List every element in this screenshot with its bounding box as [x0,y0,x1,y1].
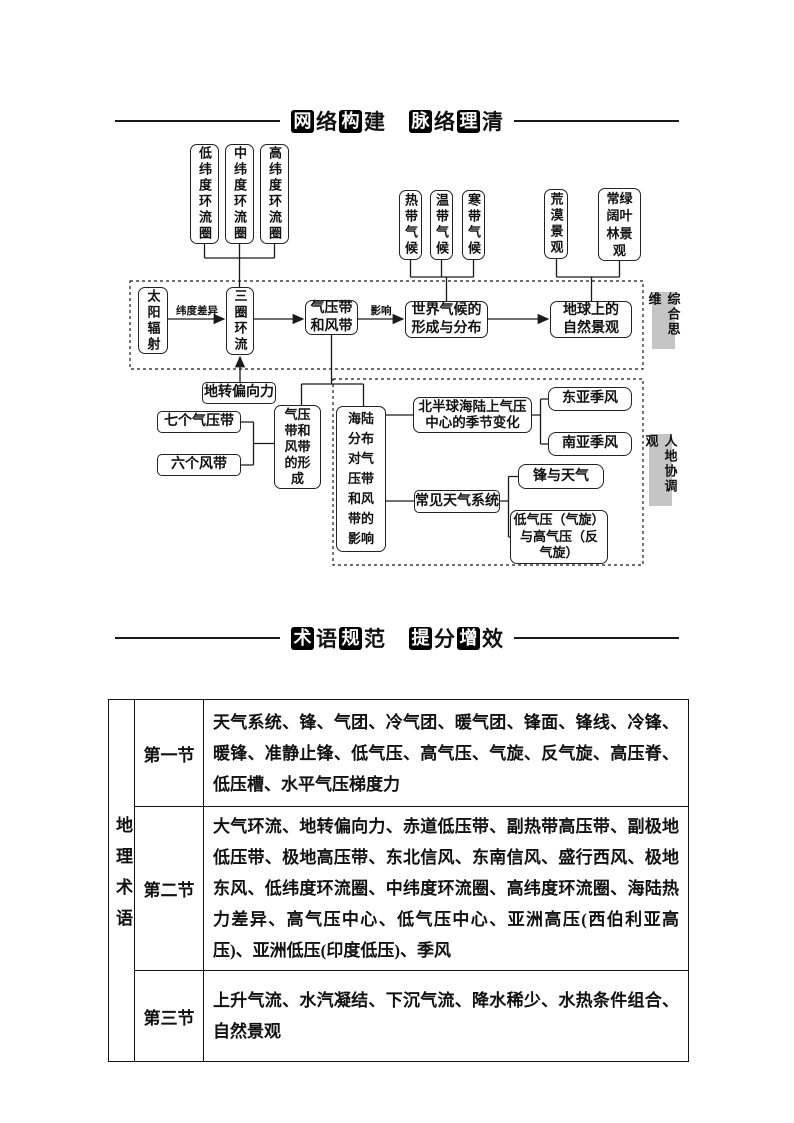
node-temperate-climate: 温带气候 [430,190,453,260]
terms-cell: 天气系统、锋、气团、冷气团、暖气团、锋面、锋线、冷锋、暖锋、准静止锋、低气压、高… [203,699,689,807]
section-header-network: 网络构建脉络理清 [115,98,679,144]
header-boxed-char: 网 [291,109,314,133]
node-mid-latitude-cell: 中纬度环流圈 [225,144,254,244]
section-header-terms: 术语规范 提分增效 [115,615,679,661]
header-char: 络 [316,111,337,134]
header-rule-left [115,637,280,639]
header-char: 络 [434,111,455,134]
dashed-frame-human-land [332,378,644,566]
geography-terms-table: 地理术语 第一节 天气系统、锋、气团、冷气团、暖气团、锋面、锋线、冷锋、暖锋、准… [108,699,689,1062]
header-char: 效 [482,628,503,651]
node-desert-landscape: 荒漠景观 [544,189,568,259]
section-label-cell: 第二节 [134,806,204,971]
node-low-latitude-cell: 低纬度环流圈 [190,144,219,244]
header-boxed-char: 规 [339,626,362,650]
node-cyclones-anticyclones: 低气压（气旋） 与高气压（反 气旋） [510,510,608,564]
side-label-comprehensive-thinking: 综合思维 [647,292,681,349]
header-char: 建 [364,111,385,134]
header-rule-right [514,120,679,122]
plain-connectors [203,244,621,538]
dashed-frame-comprehensive [129,280,644,370]
header-char: 范 [364,628,385,651]
header-boxed-char: 增 [457,626,480,650]
side-label-human-land-coordination: 人地协调观 [644,434,678,506]
section-title-network: 网络构建脉络理清 [290,106,504,136]
table-row: 地理术语 第一节 天气系统、锋、气团、冷气团、暖气团、锋面、锋线、冷锋、暖锋、准… [108,699,689,1062]
node-earth-natural-landscape: 地球上的 自然景观 [550,301,632,338]
node-evergreen-forest-landscape: 常绿 阔叶 林景 观 [598,188,641,261]
node-belt-formation: 气压 带和 风带 的形 成 [274,405,321,489]
node-north-hemisphere-pressure-centers: 北半球海陆上气压 中心的季节变化 [413,397,532,433]
header-char: 分 [434,628,455,651]
node-three-cell-circulation: 三圈环流 [226,287,254,355]
node-fronts-and-weather: 锋与天气 [518,464,604,489]
node-pressure-belts-winds: 气压带 和风带 [305,300,358,335]
node-tropical-climate: 热带气候 [399,190,422,260]
header-char: 语 [316,628,337,651]
header-boxed-char: 构 [339,109,362,133]
edge-label-latitude-difference: 纬度差异 [176,305,218,317]
node-east-asian-monsoon: 东亚季风 [548,387,632,411]
node-coriolis-force: 地转偏向力 [202,382,276,404]
header-boxed-char: 理 [457,109,480,133]
node-high-latitude-cell: 高纬度环流圈 [260,144,289,244]
node-land-sea-influence: 海陆 分布 对气 压带 和风 带的 影响 [336,406,386,552]
terms-cell: 上升气流、水汽凝结、下沉气流、降水稀少、水热条件组合、自然景观 [203,970,689,1062]
header-rule-left [115,120,280,122]
node-seven-pressure-belts: 七个气压带 [157,411,241,433]
section-title-terms: 术语规范 提分增效 [290,623,504,653]
row-header-text: 地理术语 [113,816,132,940]
table-row: 第三节 上升气流、水汽凝结、下沉气流、降水稀少、水热条件组合、自然景观 [109,970,689,1062]
header-boxed-char: 脉 [409,109,432,133]
header-boxed-char: 提 [409,626,432,650]
terms-cell: 大气环流、地转偏向力、赤道低压带、副热带高压带、副极地低压带、极地高压带、东北信… [203,806,689,971]
section-label-cell: 第一节 [134,699,204,807]
header-rule-right [514,637,679,639]
section-label-cell: 第三节 [134,970,204,1062]
node-polar-climate: 寒带气候 [462,190,485,260]
header-char: 清 [482,111,503,134]
node-solar-radiation: 太阳辐射 [138,287,168,354]
header-boxed-char: 术 [291,626,314,650]
edge-label-influence: 影响 [370,305,392,317]
row-header-cell: 地理术语 [108,699,135,1062]
node-common-weather-systems: 常见天气系统 [414,490,500,513]
node-six-wind-belts: 六个风带 [157,454,241,476]
node-world-climate-distribution: 世界气候的 形成与分布 [405,301,488,338]
table-row: 第二节 大气环流、地转偏向力、赤道低压带、副热带高压带、副极地低压带、极地高压带… [109,806,689,971]
node-south-asian-monsoon: 南亚季风 [548,432,632,456]
